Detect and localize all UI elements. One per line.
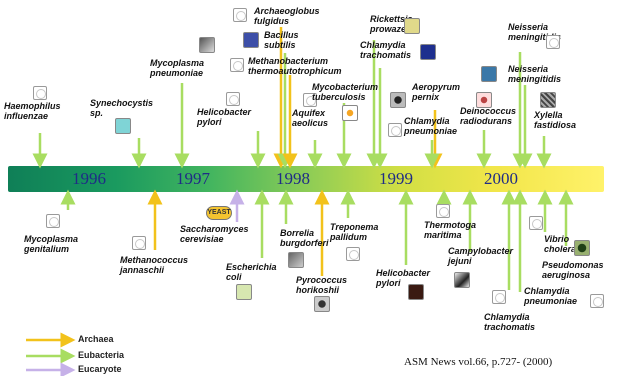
label-mycobacterium: Mycobacterium tuberculosis — [312, 82, 379, 102]
label-aeropyrum: Aeropyrum pernix — [412, 82, 461, 102]
label-campylobacter: Campylobacter jejuni — [448, 246, 514, 266]
label-pseudomonas: Pseudomonas aeruginosa — [542, 260, 604, 280]
pyrococcus-cell-icon — [314, 296, 330, 312]
archaeoglobus-cell-icon — [233, 8, 247, 22]
chlamydia-trachomatis-bottom-cell-icon — [492, 290, 506, 304]
label-mycoplasma-genitalium: Mycoplasma genitalium — [24, 234, 79, 254]
aeropyrum-cell-icon — [390, 92, 406, 108]
timeline-bar — [8, 166, 604, 192]
label-saccharomyces: Saccharomyces cerevisiae — [180, 224, 249, 244]
legend-label-eucaryote: Eucaryote — [78, 364, 122, 374]
rickettsia-cell-icon — [404, 18, 420, 34]
label-aquifex: Aquifex aeolicus — [292, 108, 329, 128]
mycobacterium-cell-icon — [342, 105, 358, 121]
thermotoga-cell-icon — [436, 204, 450, 218]
year-1997: 1997 — [176, 169, 210, 188]
methanobacterium-cell-icon — [230, 58, 244, 72]
label-chlamydia-trachomatis-top: Chlamydia trachomatis — [360, 40, 412, 60]
yeast-badge-icon: YEAST — [206, 206, 232, 220]
haemophilus-cell-icon — [33, 86, 47, 100]
vibrio-cell-icon — [529, 216, 543, 230]
mycoplasma-pneumoniae-cell-icon — [199, 37, 215, 53]
neisseria-2-cell-icon — [481, 66, 497, 82]
treponema-cell-icon — [346, 247, 360, 261]
label-chlamydia-pneumoniae-bottom: Chlamydia pneumoniae — [524, 286, 578, 306]
label-neisseria-2: Neisseria meningitidis — [508, 64, 562, 84]
deinococcus-cell-icon — [476, 92, 492, 108]
campylobacter-cell-icon — [454, 272, 470, 288]
label-escherichia: Escherichia coli — [226, 262, 277, 282]
label-bacillus: Bacillus subtilis — [264, 30, 299, 50]
borrelia-cell-icon — [288, 252, 304, 268]
chlamydia-trachomatis-top-cell-icon — [420, 44, 436, 60]
legend-item-eubacteria: Eubacteria — [20, 350, 160, 362]
escherichia-cell-icon — [236, 284, 252, 300]
chlamydia-pneumoniae-top-cell-icon — [388, 123, 402, 137]
xylella-cell-icon — [540, 92, 556, 108]
source-citation: ASM News vol.66, p.727- (2000) — [404, 356, 553, 368]
legend-label-eubacteria: Eubacteria — [78, 350, 125, 360]
pseudomonas-cell-icon — [574, 240, 590, 256]
label-methanobacterium: Methanobacterium thermoautotrophicum — [248, 56, 342, 76]
aquifex-cell-icon — [303, 93, 317, 107]
label-xylella: Xylella fastidiosa — [534, 110, 577, 130]
label-mycoplasma-pneumoniae: Mycoplasma pneumoniae — [150, 58, 205, 78]
label-chlamydia-pneumoniae-top: Chlamydia pneumoniae — [404, 116, 458, 136]
label-methanococcus: Methanococcus jannaschii — [120, 255, 189, 275]
legend-label-archaea: Archaea — [78, 334, 114, 344]
label-thermotoga: Thermotoga maritima — [424, 220, 477, 240]
year-1999: 1999 — [379, 169, 413, 188]
legend-item-eucaryote: Eucaryote — [20, 364, 160, 376]
year-1996: 1996 — [72, 169, 106, 188]
year-1998: 1998 — [276, 169, 310, 188]
label-neisseria-1: Neisseria meningitidis — [508, 22, 562, 42]
synechocystis-cell-icon — [115, 118, 131, 134]
chlamydia-pneumoniae-bottom-cell-icon — [590, 294, 604, 308]
methanococcus-cell-icon — [132, 236, 146, 250]
helicobacter-bottom-cell-icon — [408, 284, 424, 300]
year-2000: 2000 — [484, 169, 518, 188]
label-haemophilus: Haemophilus influenzae — [4, 101, 61, 121]
neisseria-1-cell-icon — [546, 35, 560, 49]
label-archaeoglobus: Archaeoglobus fulgidus — [254, 6, 320, 26]
label-chlamydia-trachomatis-bottom: Chlamydia trachomatis — [484, 312, 536, 332]
label-borrelia: Borrelia burgdorferi — [280, 228, 329, 248]
label-rickettsia: Rickettsia prowazekii — [370, 14, 417, 34]
legend-item-archaea: Archaea — [20, 334, 160, 346]
helicobacter-top-cell-icon — [226, 92, 240, 106]
label-treponema: Treponema pallidum — [330, 222, 379, 242]
mycoplasma-genitalium-cell-icon — [46, 214, 60, 228]
label-pyrococcus: Pyrococcus horikoshii — [296, 275, 348, 295]
label-helicobacter-bottom: Helicobacter pylori — [376, 268, 431, 288]
bacillus-cell-icon — [243, 32, 259, 48]
label-helicobacter-top: Helicobacter pylori — [197, 107, 252, 127]
label-deinococcus: Deinococcus radiodurans — [460, 106, 517, 126]
label-vibrio: Vibrio cholerae — [544, 234, 582, 254]
label-synechocystis: Synechocystis sp. — [90, 98, 154, 118]
